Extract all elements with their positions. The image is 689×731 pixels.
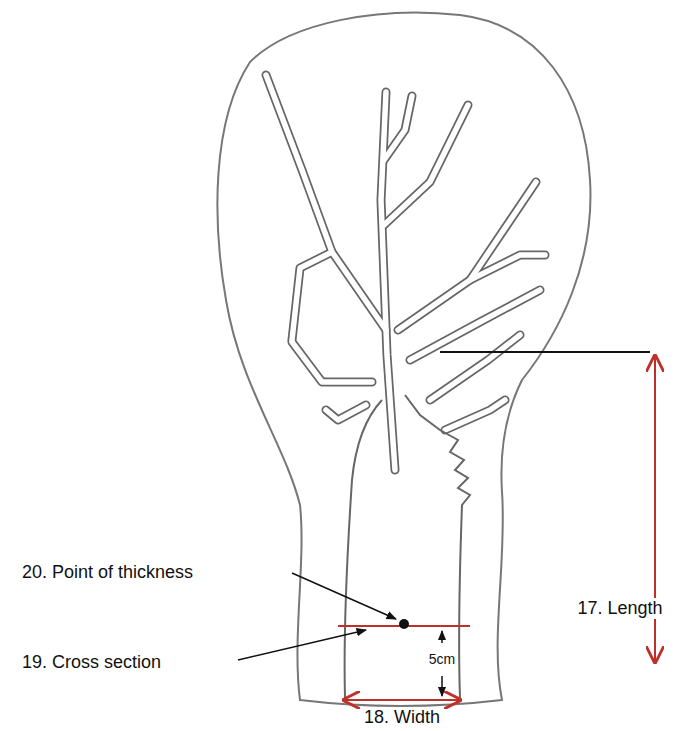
stalk-line [405,395,470,698]
thickness-label: 20. Point of thickness [20,562,195,583]
leaf-outline [217,13,590,706]
offset-arrow [441,631,443,643]
leader-line [238,630,366,660]
width-label: 18. Width [362,707,442,728]
length-label: 17. Length [575,598,664,619]
width-arrow [344,699,460,701]
offset-arrow [441,676,443,696]
offset-label: 5cm [428,651,456,667]
cross-section-label: 19. Cross section [20,652,163,673]
stalk-line [345,400,382,698]
leader-line [292,573,396,619]
thickness-point [399,619,409,629]
length-reference-line [440,351,650,353]
